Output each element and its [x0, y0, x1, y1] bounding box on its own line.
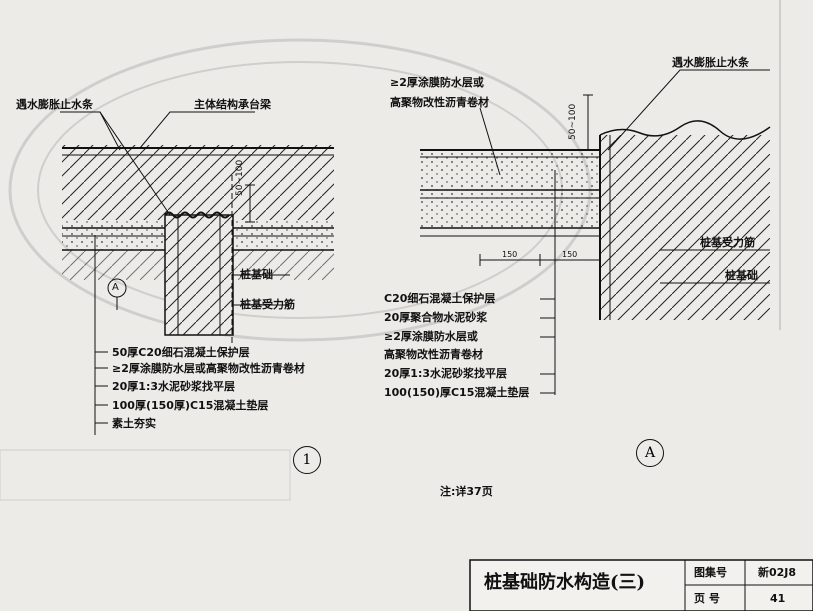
- note-text: 注:详37页: [440, 485, 493, 498]
- right-layer-2: 20厚聚合物水泥砂浆: [384, 311, 488, 324]
- right-membrane-label-line1: ≥2厚涂膜防水层或: [390, 76, 484, 89]
- left-layer-3: 20厚1:3水泥砂浆找平层: [112, 380, 236, 393]
- left-layer-2: ≥2厚涂膜防水层或高聚物改性沥青卷材: [112, 362, 305, 375]
- left-layer-1: 50厚C20细石混凝土保护层: [112, 346, 250, 359]
- right-layer-1: C20细石混凝土保护层: [384, 292, 496, 305]
- left-detail-number: 1: [293, 446, 321, 474]
- left-detail-drawing: [60, 111, 334, 435]
- right-pile-foundation-label: 桩基础: [725, 269, 758, 282]
- title-block-page-value: 41: [770, 592, 786, 605]
- right-layer-5: 20厚1:3水泥砂浆找平层: [384, 367, 508, 380]
- right-membrane-label-line2: 高聚物改性沥青卷材: [390, 96, 489, 109]
- left-water-stop-label: 遇水膨胀止水条: [16, 98, 93, 111]
- right-dim-150-b: 150: [562, 250, 578, 259]
- right-detail-drawing: [420, 69, 771, 395]
- left-pile-foundation-label: 桩基础: [240, 268, 273, 281]
- left-dim-50-100: 50~100: [235, 159, 245, 196]
- title-block-frame: [469, 559, 813, 611]
- right-water-stop-label: 遇水膨胀止水条: [672, 56, 749, 69]
- title-block-atlas-value: 新02J8: [758, 566, 797, 579]
- right-pile-rebar-label: 桩基受力筋: [700, 236, 755, 249]
- left-section-symbol: A: [112, 282, 119, 293]
- title-block-title: 桩基础防水构造(三): [484, 572, 646, 593]
- left-layer-5: 素土夯实: [112, 417, 156, 430]
- title-block-atlas-label: 图集号: [694, 566, 727, 579]
- right-dim-150-a: 150: [502, 250, 518, 259]
- left-layer-4: 100厚(150厚)C15混凝土垫层: [112, 399, 269, 412]
- right-layer-3: ≥2厚涂膜防水层或: [384, 330, 478, 343]
- left-pile-rebar-label: 桩基受力筋: [240, 298, 295, 311]
- right-detail-letter: A: [636, 439, 664, 467]
- title-block-page-label: 页 号: [694, 592, 720, 605]
- right-layer-4: 高聚物改性沥青卷材: [384, 348, 483, 361]
- left-pile-cap-beam-label: 主体结构承台梁: [194, 98, 271, 111]
- right-layer-6: 100(150)厚C15混凝土垫层: [384, 386, 530, 399]
- right-dim-50-100: 50~100: [568, 103, 578, 140]
